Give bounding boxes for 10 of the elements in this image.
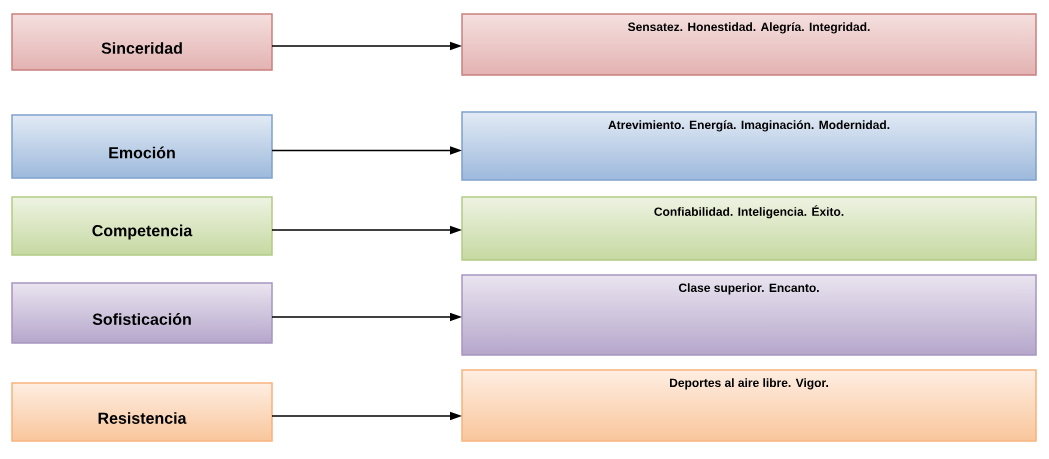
attribute-box: Sensatez. Honestidad. Alegría. Integridad.	[461, 13, 1037, 76]
category-box: Competencia	[11, 196, 273, 256]
category-box: Resistencia	[11, 382, 273, 442]
attribute-box: Confiabilidad. Inteligencia. Éxito.	[461, 196, 1037, 261]
attribute-box: Atrevimiento. Energía. Imaginación. Modernidad.	[461, 111, 1037, 181]
category-box: Emoción	[11, 114, 273, 179]
category-box: Sinceridad	[11, 13, 273, 71]
attribute-box: Clase superior. Encanto.	[461, 274, 1037, 356]
attribute-box: Deportes al aire libre. Vigor.	[461, 369, 1037, 442]
category-box: Sofisticación	[11, 282, 273, 344]
